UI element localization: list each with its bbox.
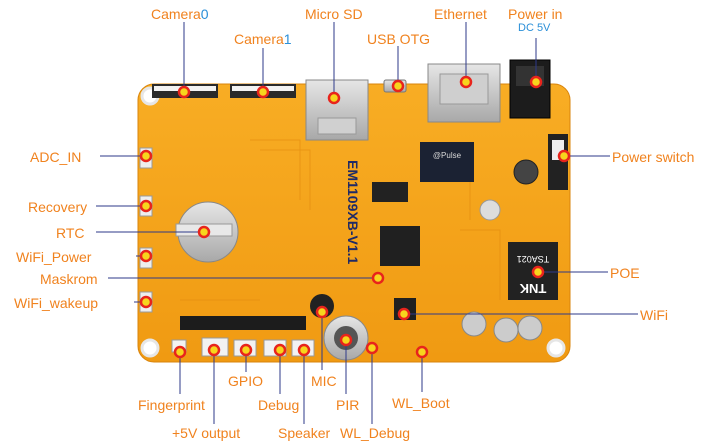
marker-power-in xyxy=(529,75,543,89)
label-power-in-sub: DC 5V xyxy=(518,22,551,34)
tnk-text: TNK xyxy=(519,281,546,296)
label-usb-otg: USB OTG xyxy=(367,31,431,47)
label-camera0-text: Camera xyxy=(151,6,201,22)
label-camera0: Camera0 xyxy=(151,6,209,22)
tsa-text: TSA021 xyxy=(517,254,550,264)
label-camera1-text: Camera xyxy=(234,31,284,47)
marker-camera0 xyxy=(177,85,191,99)
label-wifi: WiFi xyxy=(640,307,668,323)
marker-gpio xyxy=(239,343,253,357)
label-power-in: Power in xyxy=(508,6,563,22)
label-pir: PIR xyxy=(336,397,360,413)
marker-speaker xyxy=(297,343,311,357)
marker-power-switch xyxy=(557,149,571,163)
label-ethernet: Ethernet xyxy=(434,6,487,22)
marker-poe xyxy=(531,265,545,279)
label-camera0-num: 0 xyxy=(200,6,209,22)
pulse-transformer xyxy=(420,142,474,182)
marker-wifi-power xyxy=(139,249,153,263)
label-fingerprint: Fingerprint xyxy=(138,397,205,413)
marker-fingerprint xyxy=(173,345,187,359)
marker-wl-debug xyxy=(365,341,379,355)
label-wifi-power: WiFi_Power xyxy=(16,249,92,265)
label-camera1-num: 1 xyxy=(283,31,292,47)
label-camera1: Camera1 xyxy=(234,31,292,47)
label-wifi-wakeup: WiFi_wakeup xyxy=(14,295,99,311)
label-debug: Debug xyxy=(258,397,300,413)
pulse-text: @Pulse xyxy=(433,151,462,160)
label-poe: POE xyxy=(610,265,640,281)
leader-lines xyxy=(96,22,638,424)
marker-rtc xyxy=(197,225,211,239)
marker-wifi-wakeup xyxy=(139,295,153,309)
marker-debug xyxy=(273,343,287,357)
label-wl-boot: WL_Boot xyxy=(392,395,450,411)
marker-adc-in xyxy=(139,149,153,163)
label-rtc: RTC xyxy=(56,225,85,241)
marker-pir xyxy=(339,333,353,347)
marker-plus5v xyxy=(207,343,221,357)
marker-recovery xyxy=(139,199,153,213)
label-recovery: Recovery xyxy=(28,199,88,215)
label-wl-debug: WL_Debug xyxy=(340,425,411,441)
mounting-hole xyxy=(140,338,160,358)
marker-mic xyxy=(315,305,329,319)
marker-ethernet xyxy=(459,75,473,89)
marker-camera1 xyxy=(256,85,270,99)
soc-chip xyxy=(380,226,420,266)
label-adc-in: ADC_IN xyxy=(30,149,82,165)
board-model: EM1109XB-V1.1 xyxy=(345,160,361,264)
mounting-hole xyxy=(546,338,566,358)
label-speaker: Speaker xyxy=(278,425,331,441)
label-micro-sd: Micro SD xyxy=(305,6,363,22)
label-plus5v: +5V output xyxy=(172,425,241,441)
label-gpio: GPIO xyxy=(228,373,264,389)
marker-wl-boot xyxy=(415,345,429,359)
label-maskrom: Maskrom xyxy=(40,271,98,287)
marker-wifi xyxy=(397,307,411,321)
marker-maskrom xyxy=(371,271,385,285)
label-mic: MIC xyxy=(311,373,337,389)
markers xyxy=(139,75,571,359)
marker-micro-sd xyxy=(327,91,341,105)
gpio-header xyxy=(180,316,306,330)
marker-usb-otg xyxy=(391,79,405,93)
label-power-switch: Power switch xyxy=(612,149,695,165)
